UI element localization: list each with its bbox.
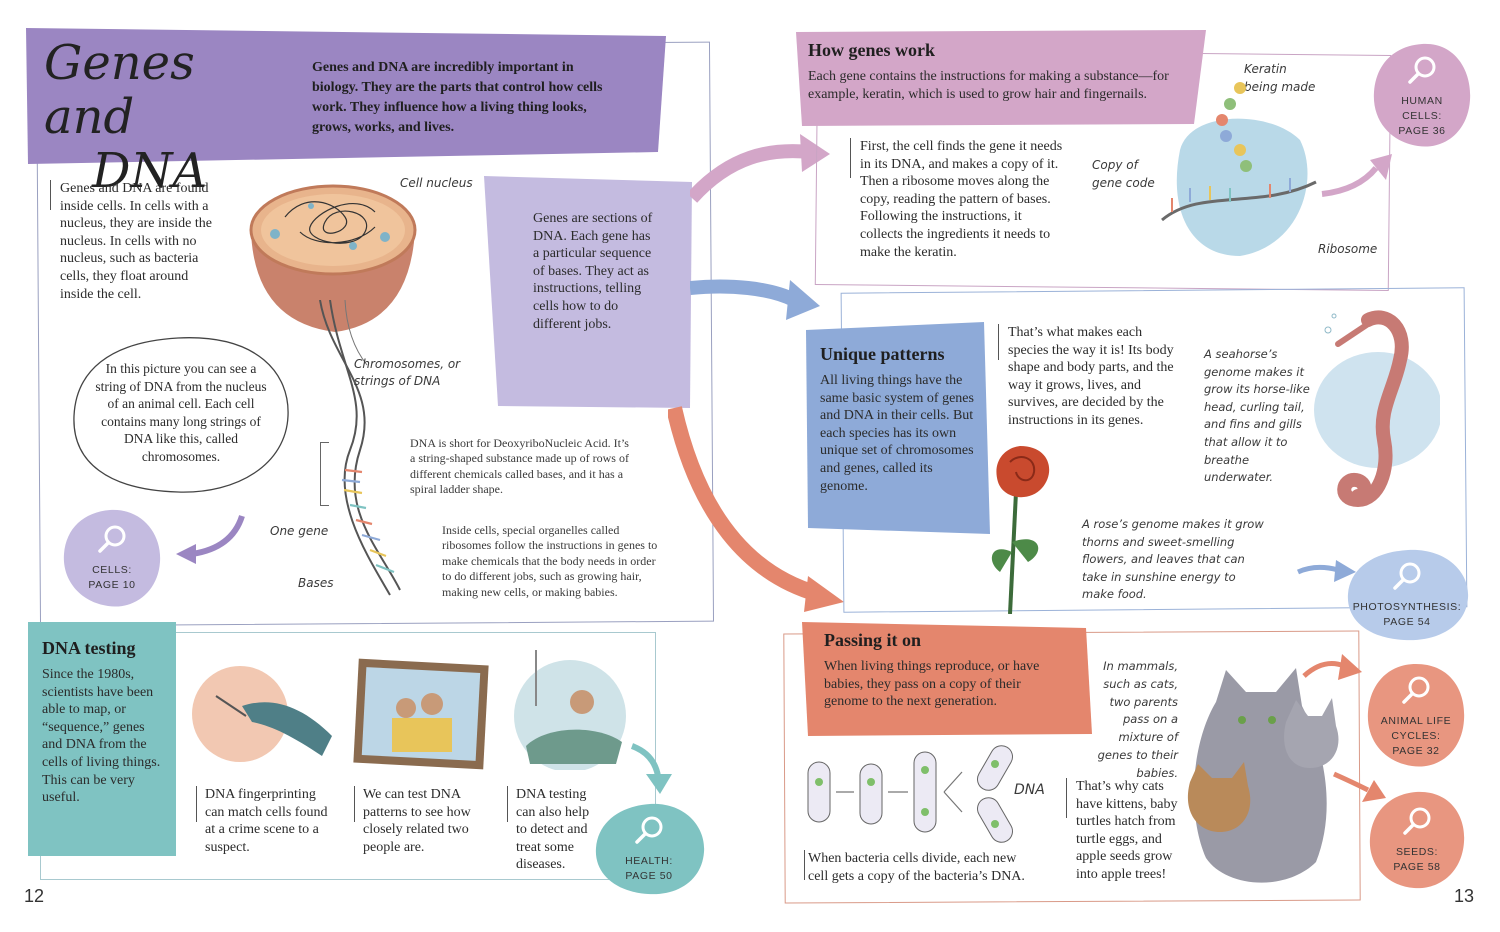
speech-bubble [68, 334, 294, 496]
text-bar [1066, 778, 1067, 818]
page-title-line2: DNA [92, 143, 208, 199]
dna-strand-illustration [300, 300, 420, 600]
page-title: Genes and DNA [44, 36, 294, 198]
genes-sections-box [484, 176, 694, 408]
dna-testing-caption-2: We can test DNA patterns to see how clos… [363, 787, 471, 855]
arrow-how-genes [690, 126, 840, 206]
label-chromosomes: Chromosomes, or strings of DNA [354, 357, 461, 388]
fingerprint-illustration [182, 666, 342, 766]
dna-testing-text: Since the 1980s, scientists have been ab… [42, 667, 161, 806]
title-banner [26, 28, 666, 164]
magnifier-icon [1403, 807, 1431, 835]
label-cell-nucleus: Cell nucleus [400, 176, 473, 190]
arrow-to-health [628, 742, 676, 794]
text-bar [507, 786, 508, 822]
seeds-ref-line1: SEEDS: [1395, 846, 1439, 858]
cats-illustration [1176, 662, 1366, 892]
label-one-gene: One gene [270, 524, 329, 538]
leader-line-chromosomes [342, 300, 372, 370]
human-ref-line3: PAGE 36 [1398, 124, 1446, 137]
magnifier-icon [1393, 562, 1421, 590]
text-bar [50, 180, 51, 210]
how-genes-heading: How genes work [808, 40, 935, 60]
magnifier-icon [98, 525, 126, 553]
dna-testing-caption-3: DNA testing can also help to detect and … [516, 787, 590, 873]
text-bar [998, 324, 999, 360]
seahorse-illustration [1308, 300, 1440, 530]
label-ribosome: Ribosome [1318, 242, 1378, 256]
photo-ref-line1: PHOTOSYNTHESIS: [1352, 601, 1462, 613]
dna-testing-box [28, 622, 176, 856]
hospital-illustration [506, 646, 630, 770]
seeds-ref-blob[interactable]: SEEDS: PAGE 58 [1366, 788, 1468, 892]
photosynthesis-ref-blob[interactable]: PHOTOSYNTHESIS: PAGE 54 [1342, 546, 1472, 644]
cats-text: That’s why cats have kittens, baby turtl… [1076, 779, 1178, 882]
ribosome-illustration [1160, 70, 1320, 262]
ribosome-text: Inside cells, special organelles called … [442, 523, 658, 599]
intro-text: Genes and DNA are incredibly important i… [312, 60, 603, 135]
text-bar [804, 850, 805, 880]
rose-illustration [980, 442, 1080, 614]
passing-heading: Passing it on [824, 630, 922, 650]
cells-ref-line2: PAGE 10 [88, 579, 136, 591]
magnifier-icon [1408, 56, 1436, 84]
human-ref-line2: CELLS: [1402, 109, 1442, 122]
dna-testing-heading: DNA testing [42, 638, 136, 658]
seeds-ref-line2: PAGE 58 [1393, 861, 1441, 873]
human-ref-line1: HUMAN [1401, 94, 1443, 107]
human-cells-ref-blob[interactable]: HUMAN CELLS: PAGE 36 [1370, 40, 1474, 152]
magnifier-icon [635, 816, 663, 844]
arrow-to-seeds [1332, 768, 1388, 808]
label-keratin: Keratin being made [1244, 62, 1316, 94]
photo-ref-line2: PAGE 54 [1383, 616, 1431, 628]
dna-short-text: DNA is short for DeoxyriboNucleic Acid. … [410, 436, 629, 497]
unique-heading: Unique patterns [820, 344, 945, 364]
arrow-passing [668, 404, 848, 614]
animal-life-ref-blob[interactable]: ANIMAL LIFE CYCLES: PAGE 32 [1364, 660, 1468, 772]
page-number-right: 13 [1454, 886, 1475, 906]
passing-box [802, 622, 1092, 736]
arrow-to-animal-life [1300, 652, 1364, 692]
label-bases: Bases [298, 576, 334, 590]
label-dna: DNA [1014, 782, 1045, 798]
arrow-to-cells [172, 514, 246, 564]
dna-testing-caption-1: DNA fingerprinting can match cells found… [205, 787, 328, 855]
arrow-unique [690, 276, 830, 326]
gene-bracket [320, 442, 329, 506]
label-copy-code: Copy of gene code [1092, 158, 1155, 190]
arrow-to-human-cells [1318, 150, 1398, 200]
health-ref-line2: PAGE 50 [625, 870, 673, 882]
animal-ref-line2: CYCLES: [1391, 729, 1441, 742]
magnifier-icon [1402, 676, 1430, 704]
passing-text: When living things reproduce, or have ba… [824, 659, 1040, 710]
health-ref-blob[interactable]: HEALTH: PAGE 50 [590, 800, 708, 898]
arrow-to-photosynthesis [1296, 556, 1360, 586]
text-bar [354, 786, 355, 822]
animal-ref-line3: PAGE 32 [1392, 744, 1440, 757]
genes-sections-text: Genes are sections of DNA. Each gene has… [533, 211, 653, 332]
cell-nucleus-illustration [245, 172, 420, 337]
health-ref-line1: HEALTH: [625, 855, 673, 867]
cells-ref-blob[interactable]: CELLS: PAGE 10 [60, 506, 164, 610]
bubble-text: In this picture you can see a string of … [95, 361, 267, 464]
unique-text: All living things have the same basic sy… [820, 373, 974, 494]
page-title-line1: Genes and [44, 35, 195, 145]
how-genes-text: Each gene contains the instructions for … [808, 69, 1169, 102]
label-rose: A rose’s genome makes it grow thorns and… [1082, 517, 1264, 602]
animal-ref-line1: ANIMAL LIFE [1380, 714, 1452, 727]
unique-side-text: That’s what makes each species the way i… [1008, 325, 1174, 428]
how-genes-steps: First, the cell finds the gene it needs … [860, 139, 1063, 260]
text-bar [850, 138, 851, 178]
unique-box [806, 322, 990, 534]
family-photo-illustration [352, 658, 490, 770]
nucleus-text: Genes and DNA are found inside cells. In… [60, 181, 213, 302]
text-bar [196, 786, 197, 822]
cells-ref-line1: CELLS: [92, 564, 132, 576]
label-seahorse: A seahorse’s genome makes it grow its ho… [1204, 347, 1310, 485]
label-mammals: In mammals, such as cats, two parents pa… [1097, 659, 1178, 780]
page-number-left: 12 [24, 886, 45, 906]
bacteria-illustration [804, 742, 1044, 846]
bacteria-text: When bacteria cells divide, each new cel… [808, 851, 1025, 884]
how-genes-box [796, 30, 1208, 126]
